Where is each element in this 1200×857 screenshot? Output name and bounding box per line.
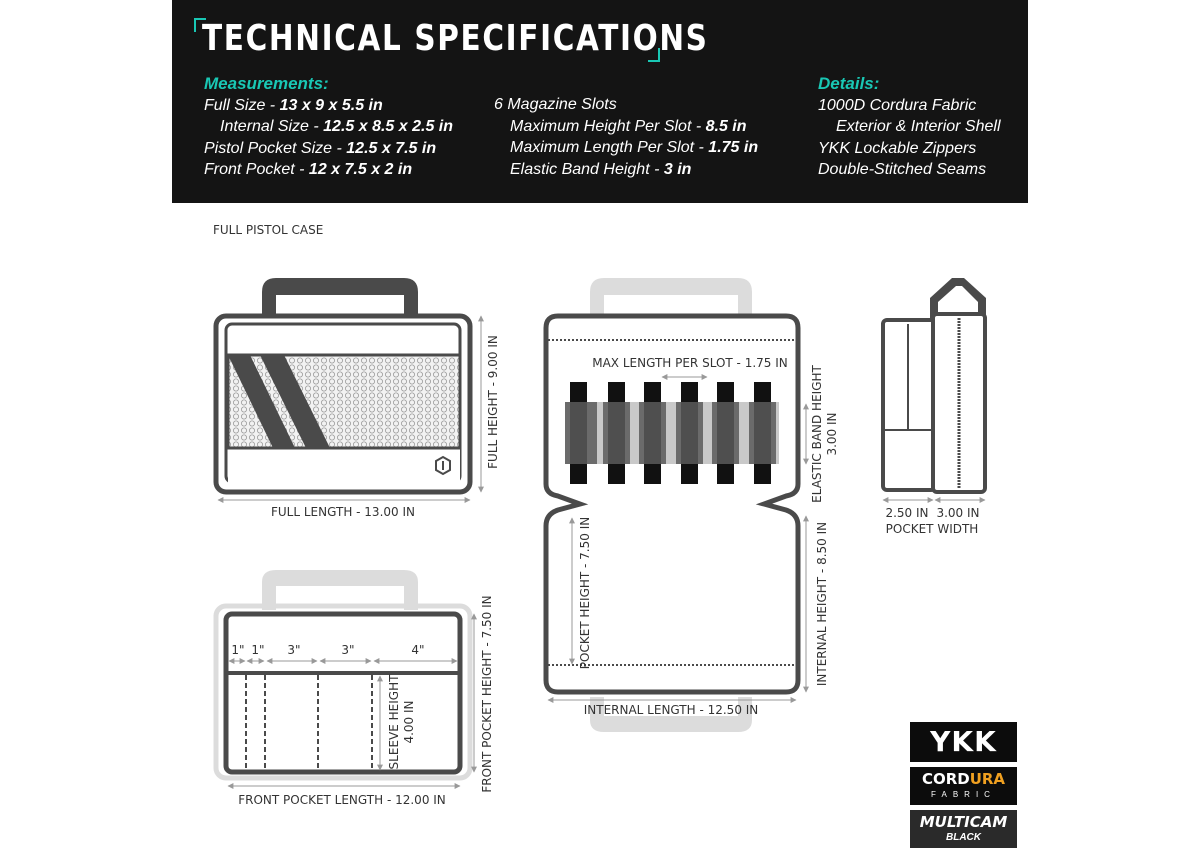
case-side-view (881, 278, 987, 503)
section-title: FULL PISTOL CASE (213, 223, 323, 237)
ykk-logo: YKK (910, 722, 1017, 762)
page-title: TECHNICAL SPECIFICATIONS (202, 18, 709, 59)
spec-line: Internal Size - 12.5 x 8.5 x 2.5 in (220, 118, 454, 135)
measurements-heading: Measurements: (204, 74, 329, 93)
magazine-slots (565, 382, 776, 484)
elastic-band-height-label: ELASTIC BAND HEIGHT (810, 364, 824, 502)
slots-heading: 6 Magazine Slots (494, 96, 617, 113)
spec-line: Elastic Band Height - 3 in (510, 160, 692, 178)
spec-line: Maximum Length Per Slot - 1.75 in (510, 139, 759, 156)
spec-line: Front Pocket - 12 x 7.5 x 2 in (204, 161, 413, 178)
bracket-decoration (194, 18, 206, 32)
pocket-height-label: POCKET HEIGHT - 7.50 IN (578, 517, 592, 669)
bracket-decoration (648, 48, 660, 62)
detail-line: YKK Lockable Zippers (818, 139, 977, 157)
sleeve-width-label: 3" (287, 643, 300, 657)
detail-line: Exterior & Interior Shell (836, 118, 1001, 135)
elastic-band-height-value: 3.00 IN (825, 412, 839, 455)
side-left-width-label: 2.50 IN (885, 506, 928, 520)
details-heading: Details: (818, 74, 880, 93)
full-height-label: FULL HEIGHT - 9.00 IN (486, 335, 500, 469)
pocket-width-label: POCKET WIDTH (886, 522, 979, 536)
case-handle (262, 278, 418, 318)
stripe (260, 355, 330, 448)
spec-banner: TECHNICAL SPECIFICATIONS Measurements: F… (172, 0, 1028, 203)
sleeve-height-label: SLEEVE HEIGHT (387, 674, 401, 770)
details-column: Details: 1000D Cordura Fabric Exterior &… (818, 73, 1001, 181)
detail-line: 1000D Cordura Fabric (818, 96, 977, 114)
sleeve-width-label: 1" (251, 643, 264, 657)
stripe (228, 355, 295, 448)
case-front-view (213, 278, 484, 503)
elastic-band (565, 402, 779, 464)
front-pocket-body (223, 611, 463, 775)
front-pocket-view (213, 570, 477, 789)
sleeve-height-value: 4.00 IN (402, 700, 416, 743)
sleeve-width-label: 3" (341, 643, 354, 657)
internal-height-label: INTERNAL HEIGHT - 8.50 IN (815, 522, 829, 686)
detail-line: Double-Stitched Seams (818, 161, 987, 178)
slots-column: 6 Magazine Slots Maximum Height Per Slot… (494, 94, 758, 180)
front-pocket-height-label: FRONT POCKET HEIGHT - 7.50 IN (480, 595, 494, 792)
cordura-logo: CORDURA FABRIC (910, 767, 1017, 805)
sleeve-width-label: 1" (231, 643, 244, 657)
case-open-view (543, 278, 809, 732)
multicam-logo: MULTICAM BLACK (910, 810, 1017, 848)
front-pocket-length-label: FRONT POCKET LENGTH - 12.00 IN (238, 793, 446, 807)
measurements-column: Measurements: Full Size - 13 x 9 x 5.5 i… (204, 73, 453, 181)
sleeve-width-label: 4" (411, 643, 424, 657)
side-right-width-label: 3.00 IN (936, 506, 979, 520)
spec-line: Full Size - 13 x 9 x 5.5 in (204, 96, 383, 114)
spec-line: Maximum Height Per Slot - 8.5 in (510, 117, 747, 135)
spec-line: Pistol Pocket Size - 12.5 x 7.5 in (204, 139, 437, 157)
full-length-label: FULL LENGTH - 13.00 IN (271, 505, 415, 519)
internal-length-label: INTERNAL LENGTH - 12.50 IN (584, 703, 759, 717)
brand-logo-icon (435, 455, 451, 476)
max-length-slot-label: MAX LENGTH PER SLOT - 1.75 IN (592, 356, 788, 370)
